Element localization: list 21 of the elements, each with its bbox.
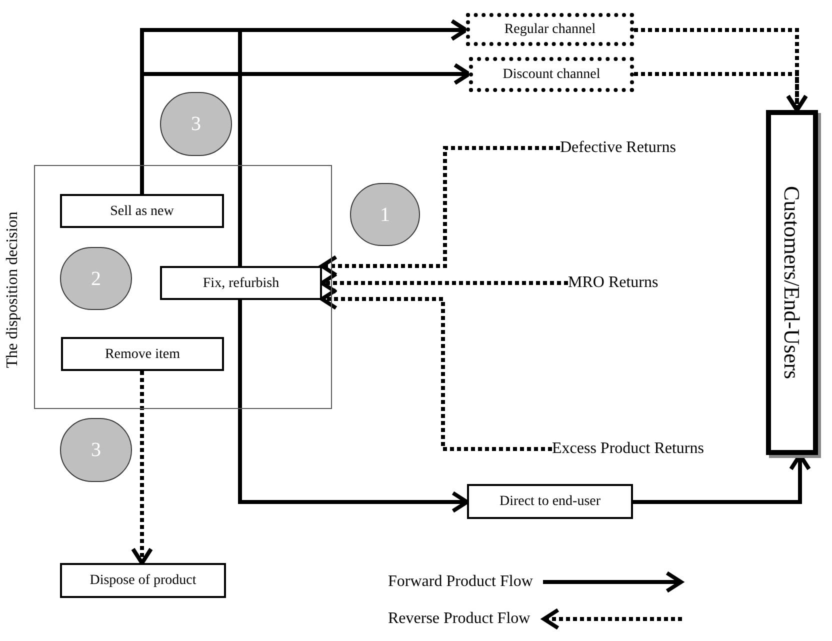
return-label: MRO Returns: [568, 272, 678, 294]
reverse-flow-arrow: [320, 272, 568, 294]
legend-label: Forward Product Flow: [388, 572, 533, 592]
reverse-flow-arrow: [320, 146, 560, 277]
process-box: Direct to end-user: [467, 484, 633, 519]
forward-flow-arrow: [238, 300, 469, 513]
channel-box: Discount channel: [469, 57, 634, 92]
customer-box: Customers/End-Users: [766, 110, 818, 455]
panel-heading: The disposition decision: [3, 210, 22, 370]
legend-label: Reverse Product Flow: [388, 609, 530, 629]
return-label: Defective Returns: [560, 137, 710, 159]
channel-box: Regular channel: [466, 13, 634, 46]
reverse-flow-arrow: [131, 371, 153, 565]
forward-flow-arrow: [238, 63, 471, 266]
reverse-flow-arrow: [634, 72, 808, 112]
return-label: Excess Product Returns: [552, 438, 764, 460]
process-box: Remove item: [61, 337, 224, 371]
process-box: Dispose of product: [60, 563, 226, 598]
process-box: Fix, refurbish: [160, 266, 322, 300]
reverse-flow-arrow: [320, 288, 552, 451]
process-box: Sell as new: [60, 194, 224, 228]
